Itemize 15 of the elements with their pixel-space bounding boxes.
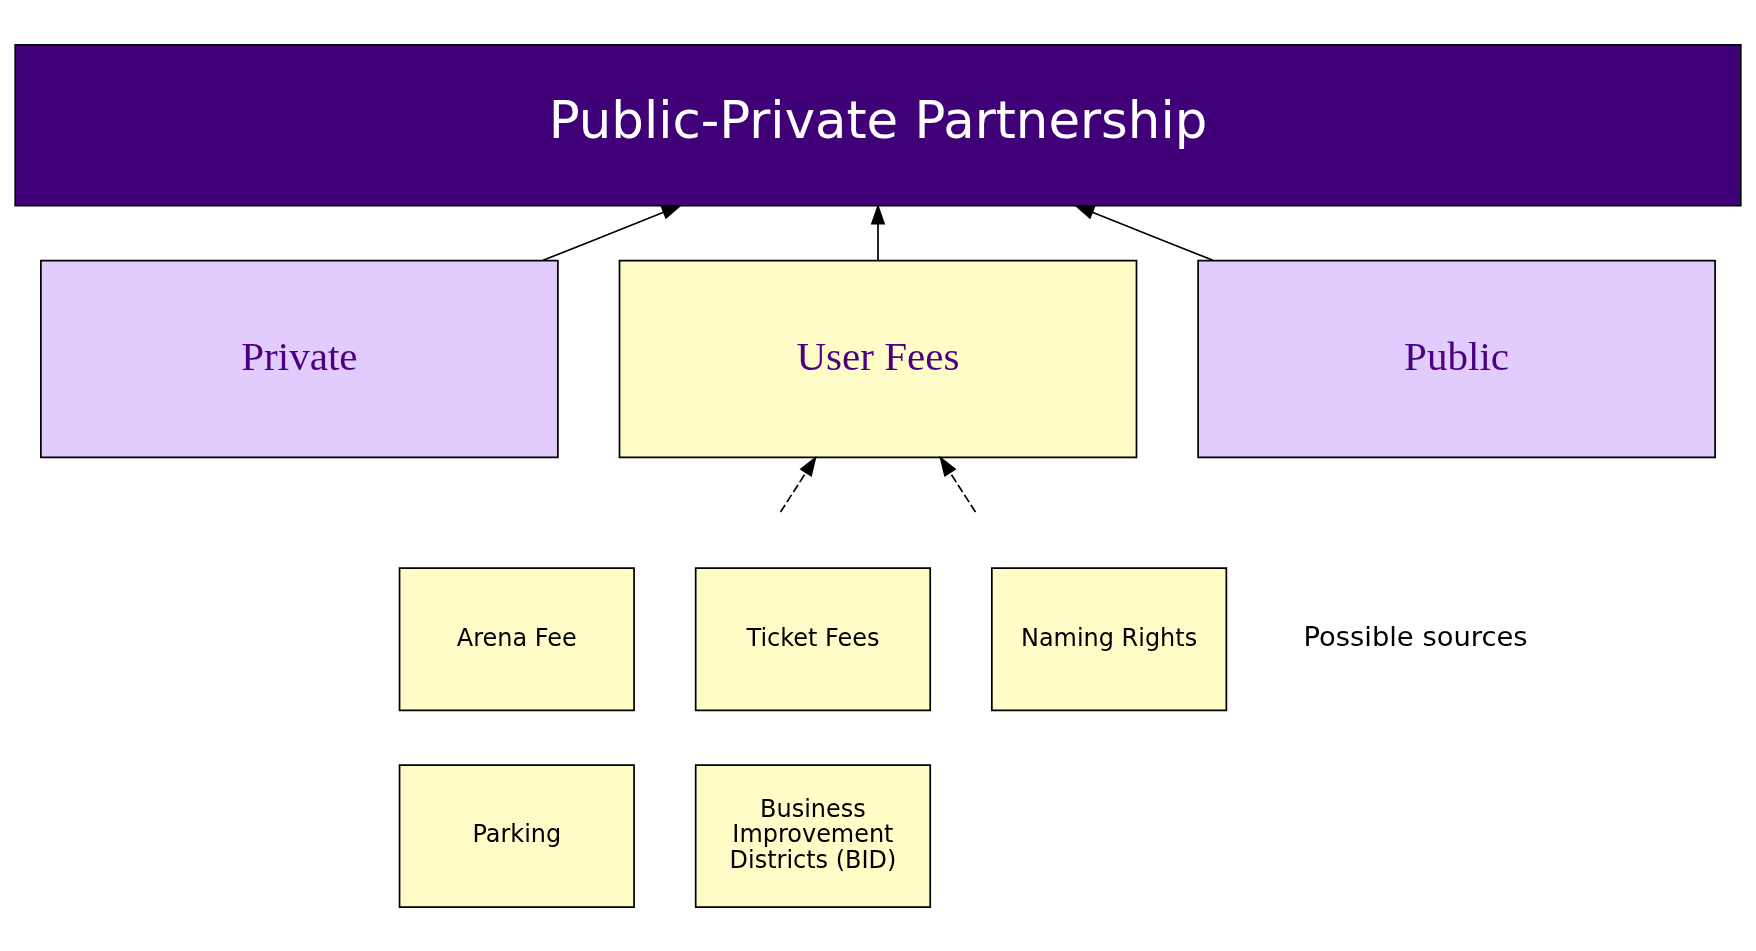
node-box: Arena Fee [398, 566, 635, 711]
arrow [939, 455, 977, 513]
node-box: User Fees [618, 259, 1138, 458]
node-box: Parking [398, 763, 635, 908]
node-box: Business Improvement Districts (BID) [694, 763, 932, 908]
node-box: Public [1197, 259, 1716, 458]
node-box: Ticket Fees [694, 566, 932, 711]
arrow [1073, 204, 1214, 261]
label: Possible sources [1303, 620, 1528, 652]
node-box: Naming Rights [991, 566, 1228, 711]
arrow [542, 204, 683, 261]
arrow [870, 203, 886, 261]
node-box: Public-Private Partnership [14, 43, 1742, 207]
node-box: Private [40, 259, 559, 458]
arrow [779, 455, 817, 513]
